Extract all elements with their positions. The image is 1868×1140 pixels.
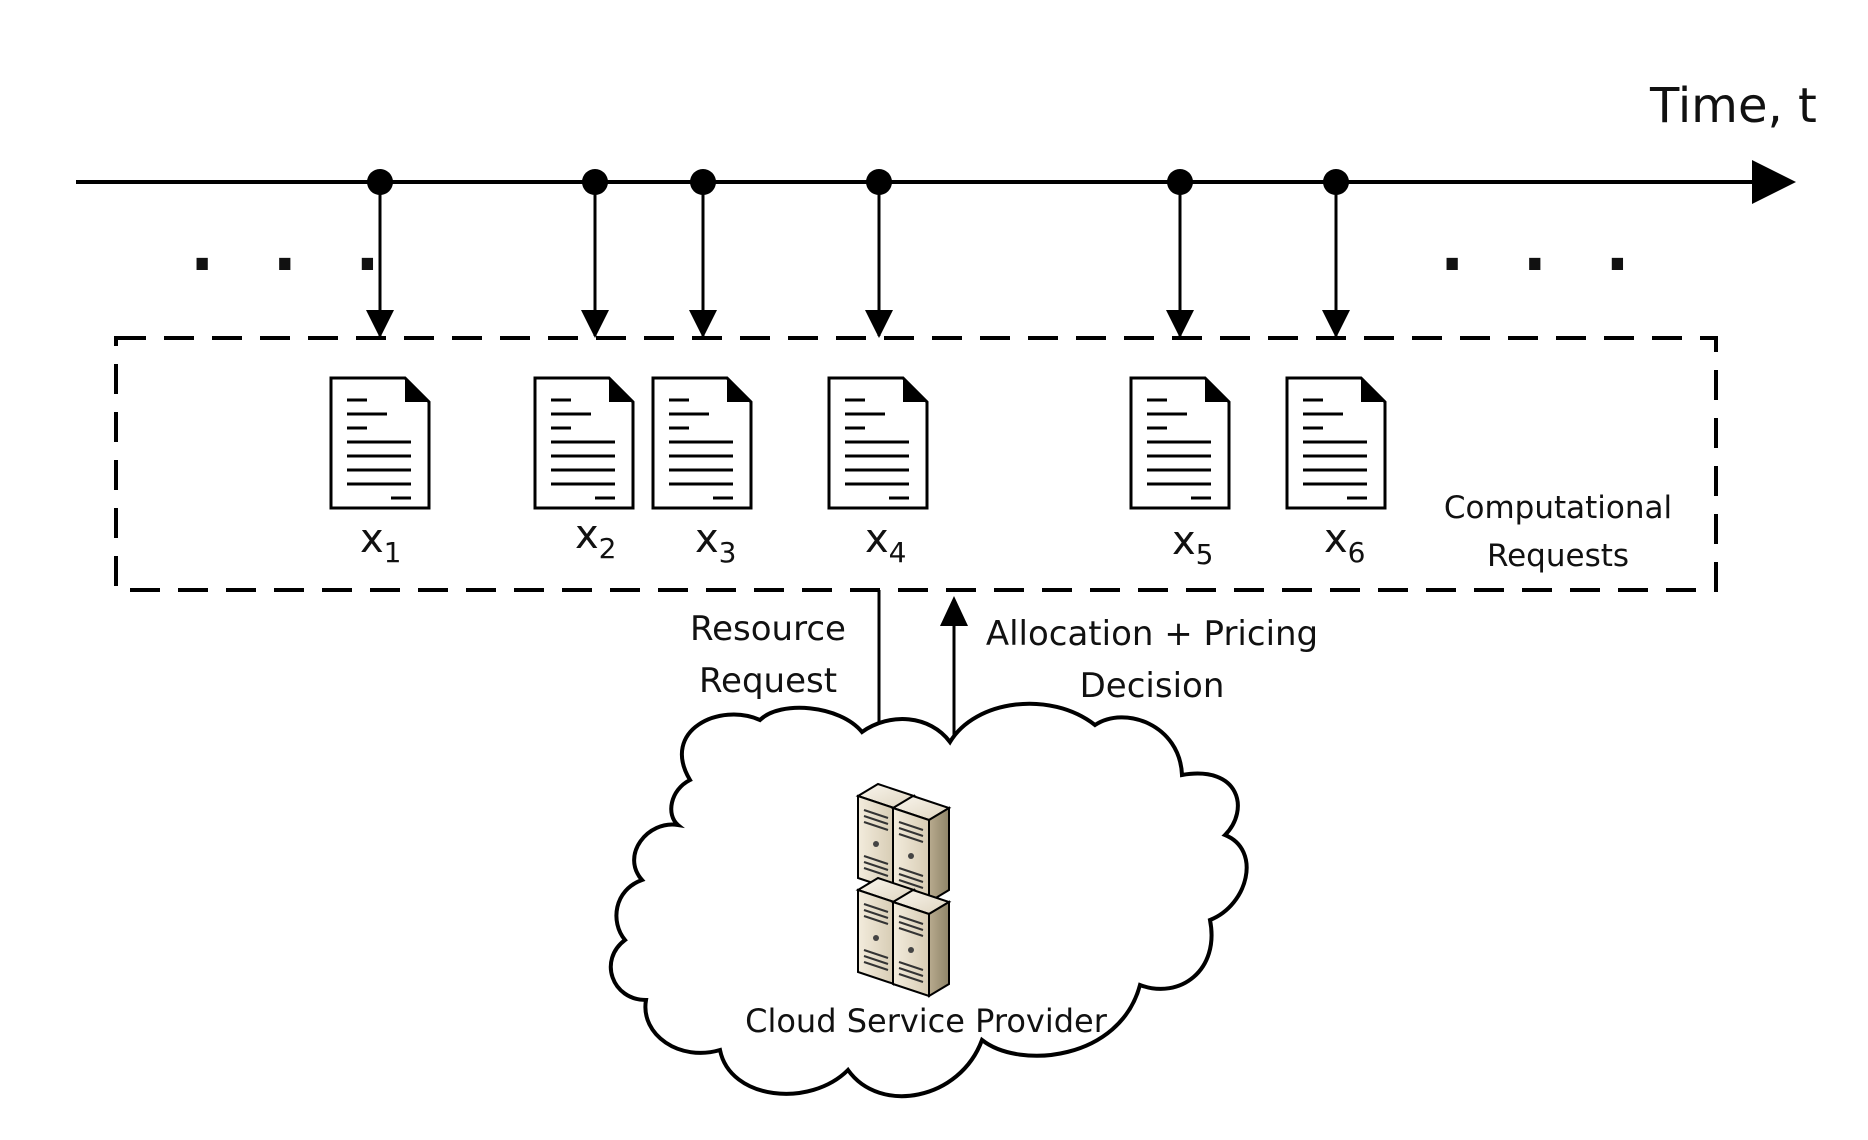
computational-requests-label-line2: Requests bbox=[1487, 538, 1629, 574]
allocation-pricing-label-line1: Allocation + Pricing bbox=[986, 614, 1318, 654]
resource-request-label-line2: Request bbox=[699, 661, 837, 701]
arrival-event-5 bbox=[1166, 169, 1194, 338]
computational-requests-box: x1 x2 x3 x4 x5 x6 Computational Requests bbox=[114, 336, 1718, 592]
arrival-event-4 bbox=[865, 169, 893, 338]
request-label-2: x2 bbox=[575, 512, 617, 565]
arrival-event-2 bbox=[581, 169, 609, 338]
request-label-3: x3 bbox=[695, 516, 737, 569]
arrival-event-6 bbox=[1322, 169, 1350, 338]
computational-requests-label-line1: Computational bbox=[1444, 490, 1672, 526]
arrival-event-1 bbox=[366, 169, 394, 338]
document-icon-6 bbox=[1285, 376, 1387, 510]
document-icon-4 bbox=[827, 376, 929, 510]
cloud-service-provider: Cloud Service Provider bbox=[608, 701, 1249, 1099]
document-icon-5 bbox=[1129, 376, 1231, 510]
cloud-label: Cloud Service Provider bbox=[745, 1002, 1108, 1040]
server-cluster-icon bbox=[857, 783, 950, 997]
request-flows: Resource Request Allocation + Pricing De… bbox=[690, 590, 1318, 786]
request-label-5: x5 bbox=[1172, 518, 1214, 571]
request-label-6: x6 bbox=[1324, 516, 1366, 569]
request-label-4: x4 bbox=[865, 516, 907, 569]
arrival-event-3 bbox=[689, 169, 717, 338]
left-ellipsis: . . . bbox=[190, 212, 398, 286]
allocation-pricing-label-line2: Decision bbox=[1080, 666, 1225, 706]
document-icon-2 bbox=[533, 376, 635, 510]
time-axis-arrowhead bbox=[1752, 160, 1796, 204]
request-label-1: x1 bbox=[360, 516, 402, 569]
resource-request-label-line1: Resource bbox=[690, 609, 846, 649]
time-axis: Time, t . . . . . . bbox=[76, 78, 1817, 286]
document-icon-1 bbox=[329, 376, 431, 510]
time-axis-label: Time, t bbox=[1649, 78, 1817, 134]
arrival-events bbox=[366, 169, 1350, 338]
requests-dashed-frame bbox=[114, 336, 1718, 592]
document-icon-3 bbox=[651, 376, 753, 510]
right-ellipsis: . . . bbox=[1440, 212, 1648, 286]
